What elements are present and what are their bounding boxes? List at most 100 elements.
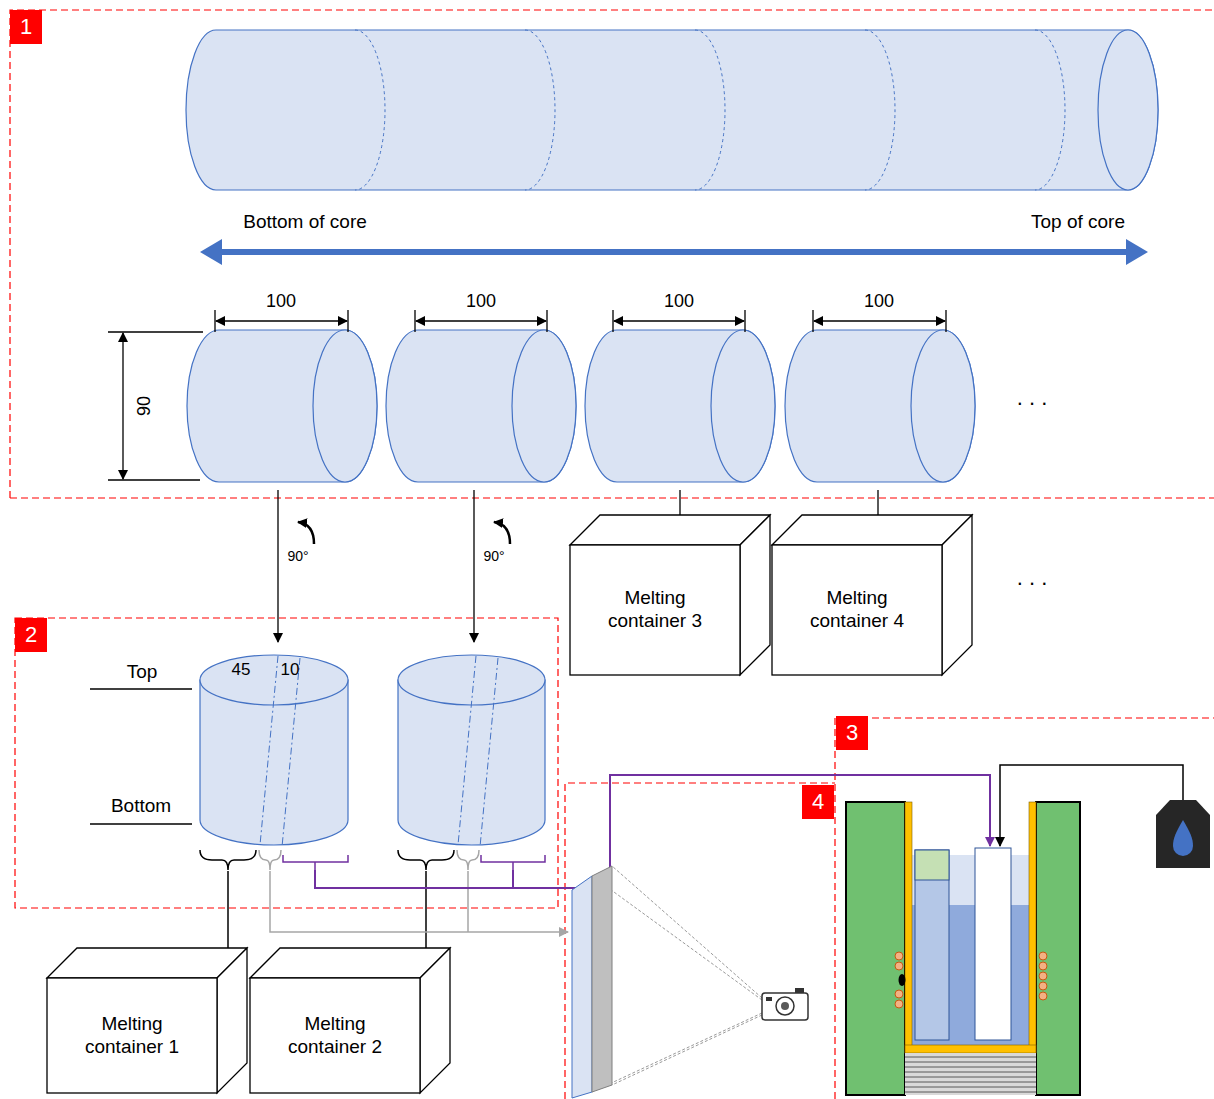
callout-number: 4 <box>802 785 834 819</box>
cut-line <box>458 656 476 845</box>
callout-number: 2 <box>15 618 47 652</box>
panel-edge <box>572 876 592 1098</box>
region-outline <box>10 10 1214 1099</box>
cube-side <box>420 948 450 1093</box>
cube-top <box>250 948 450 978</box>
core-segment <box>785 330 975 482</box>
dimension-label: 100 <box>864 291 894 312</box>
dimension-label: 90 <box>134 396 155 416</box>
base-stripe <box>905 1092 1036 1093</box>
arrowhead <box>200 239 222 265</box>
callout-number: 3 <box>836 716 868 750</box>
core-segment <box>187 330 975 482</box>
heating-coil <box>1039 962 1047 970</box>
segment-end <box>313 330 377 482</box>
cut-line <box>260 656 498 847</box>
dimension-tick <box>108 331 203 332</box>
cut-line <box>260 656 278 845</box>
dimension-label: 10 <box>281 660 300 680</box>
water-drop <box>1173 820 1193 856</box>
base-stripe <box>905 1067 1036 1068</box>
dimension-tick <box>812 310 813 332</box>
segment-end <box>512 330 576 482</box>
rotate-arrow <box>494 522 510 544</box>
callout-number: 1 <box>10 10 42 44</box>
rotation-label: 90° <box>287 548 308 564</box>
base-stripe <box>905 1072 1036 1073</box>
flow-line <box>1000 765 1183 846</box>
container-label: Melting container 4 <box>790 587 924 633</box>
view-line <box>612 1015 762 1085</box>
flow-line <box>512 870 514 888</box>
transfer-arrow <box>473 490 474 642</box>
heating-coil <box>1039 952 1047 960</box>
panel-face <box>592 866 612 1092</box>
brace <box>457 850 479 870</box>
direction-label: Top of core <box>1031 211 1125 233</box>
cube-front <box>772 545 942 675</box>
view-line <box>592 866 762 1092</box>
cube-side <box>942 515 972 675</box>
dimension-line <box>216 320 347 321</box>
continuation-dots: . . . <box>1017 565 1048 590</box>
insulation-wall <box>1036 802 1080 1095</box>
segment-end <box>911 330 975 482</box>
flow-line <box>467 871 469 932</box>
dimension-line <box>814 320 945 321</box>
dimension-label: 100 <box>466 291 496 312</box>
level-line <box>90 823 192 824</box>
imaging-setup <box>572 866 808 1098</box>
cut-line <box>355 30 1065 190</box>
cube-side <box>740 515 770 675</box>
camera-body <box>762 993 808 1020</box>
core-segment <box>386 330 576 482</box>
base <box>905 1053 1036 1095</box>
continuation-dots: . . . <box>1017 385 1048 410</box>
dimension-tick <box>744 310 745 332</box>
dimension-tick <box>108 479 200 480</box>
cut-line <box>525 30 555 190</box>
liner <box>905 1045 1036 1053</box>
base-stripe <box>905 1082 1036 1083</box>
camera-lens <box>776 997 794 1015</box>
cut-line <box>865 30 895 190</box>
core-direction-arrow <box>200 239 1148 265</box>
view-line <box>592 1013 762 1092</box>
cut-line <box>282 658 300 847</box>
heating-coil <box>895 952 1047 1008</box>
view-line <box>592 876 762 1000</box>
core-segment <box>187 330 377 482</box>
flow-line <box>227 871 229 958</box>
rotation-label: 90° <box>483 548 504 564</box>
cut-line <box>480 658 498 847</box>
liner <box>1029 802 1036 1053</box>
brace <box>398 850 454 870</box>
heating-coil <box>1039 982 1047 990</box>
cube-top <box>772 515 972 545</box>
core-body <box>186 30 1158 190</box>
rotate-arrow <box>298 522 314 544</box>
melting-container: Melting container 2 <box>250 978 420 1093</box>
cut-line <box>355 30 385 190</box>
level-line <box>90 688 192 689</box>
cube-side <box>217 948 247 1093</box>
dimension-tick <box>414 310 415 332</box>
vial <box>975 848 1011 1040</box>
bracket <box>283 855 348 870</box>
cube-front <box>570 545 740 675</box>
bracket <box>481 855 545 870</box>
ice-core <box>186 30 1158 190</box>
dimension-line <box>122 333 123 479</box>
flow-line <box>425 871 427 958</box>
region-outline <box>10 497 1214 498</box>
dimension-tick <box>546 310 547 332</box>
level-label: Bottom <box>111 795 171 817</box>
level-label: Top <box>127 661 158 683</box>
heating-coil <box>895 952 903 960</box>
base-stripe <box>905 1057 1036 1058</box>
vial-top <box>915 850 949 880</box>
heating-coil <box>1039 972 1047 980</box>
melter <box>846 800 1210 1095</box>
upright-segment <box>200 655 545 845</box>
